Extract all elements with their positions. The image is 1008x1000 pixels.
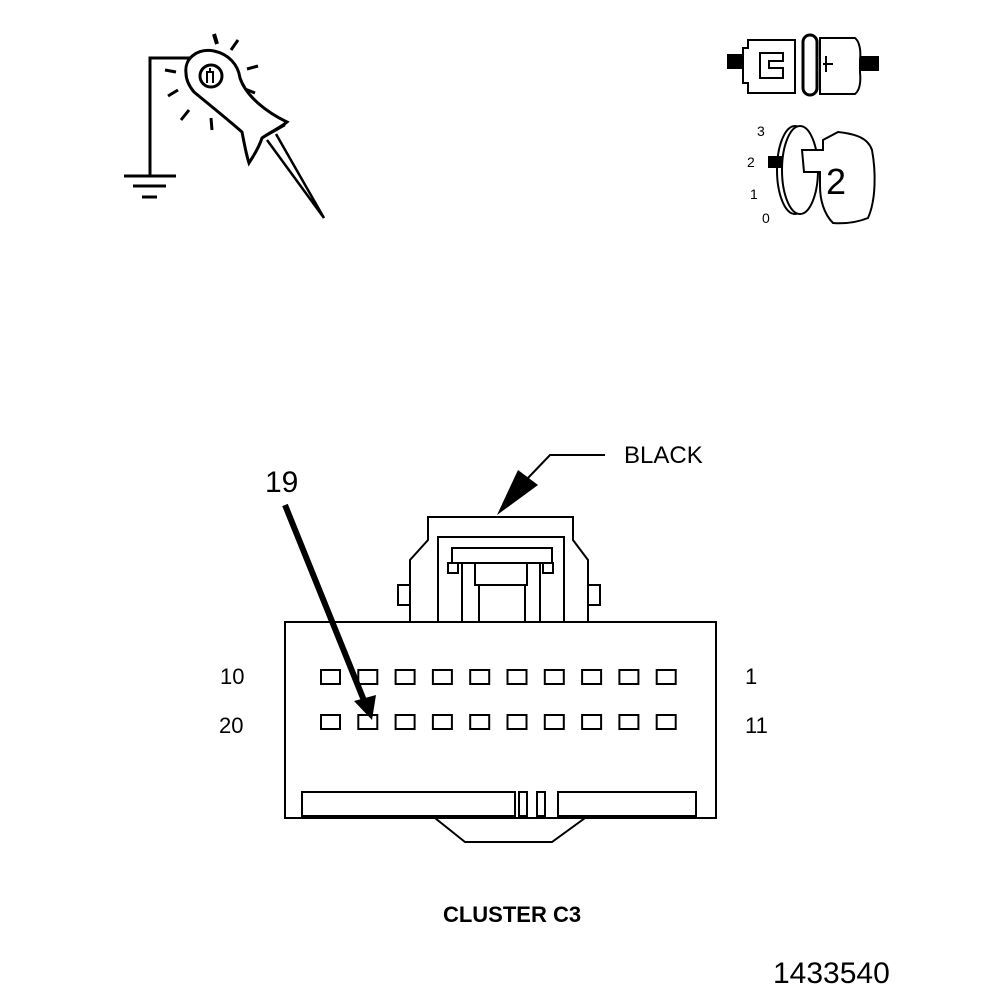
ignition-position-0: 0 <box>762 210 770 226</box>
connector-body <box>284 516 717 843</box>
pin-cavity <box>320 669 341 685</box>
pin-cavity <box>618 714 640 730</box>
pin-cavities <box>320 669 677 730</box>
pin-cavity <box>618 669 640 685</box>
pin-cavity <box>394 669 416 685</box>
connector-name: CLUSTER C3 <box>443 902 581 927</box>
pin-cavity <box>469 669 491 685</box>
pin-cavity <box>543 669 565 685</box>
row2-left-pin-number: 20 <box>219 713 243 738</box>
pin-cavity <box>581 714 603 730</box>
pin-callout-label: 19 <box>265 466 298 499</box>
ignition-position-2: 2 <box>747 154 755 170</box>
row2-right-pin-number: 11 <box>745 713 768 738</box>
ignition-position-1: 1 <box>750 186 758 202</box>
connector-disconnected-icon <box>727 33 879 97</box>
pin-cavity <box>469 714 491 730</box>
pin-cavity <box>394 714 416 730</box>
pin-cavity <box>543 714 565 730</box>
pin-cavity <box>357 669 379 685</box>
ignition-key-icon <box>768 125 876 225</box>
ignition-selected-position: 2 <box>826 161 846 202</box>
color-label-leader <box>497 454 605 515</box>
ignition-marker <box>768 156 782 168</box>
pin-cavity <box>320 714 341 730</box>
pin-cavity <box>431 669 453 685</box>
pin-cavity <box>506 714 528 730</box>
ignition-position-3: 3 <box>757 123 765 139</box>
figure-id: 1433540 <box>773 957 890 990</box>
pin-19-arrow <box>282 503 376 720</box>
pin-cavity <box>506 669 528 685</box>
test-light-icon <box>124 33 326 219</box>
row1-right-pin-number: 1 <box>745 664 757 689</box>
pin-cavity <box>655 669 677 685</box>
pin-cavity <box>655 714 677 730</box>
pin-cavity <box>581 669 603 685</box>
connector-color-label: BLACK <box>624 442 703 469</box>
pin-cavity <box>357 714 379 730</box>
pin-cavity <box>431 714 453 730</box>
row1-left-pin-number: 10 <box>220 664 244 689</box>
